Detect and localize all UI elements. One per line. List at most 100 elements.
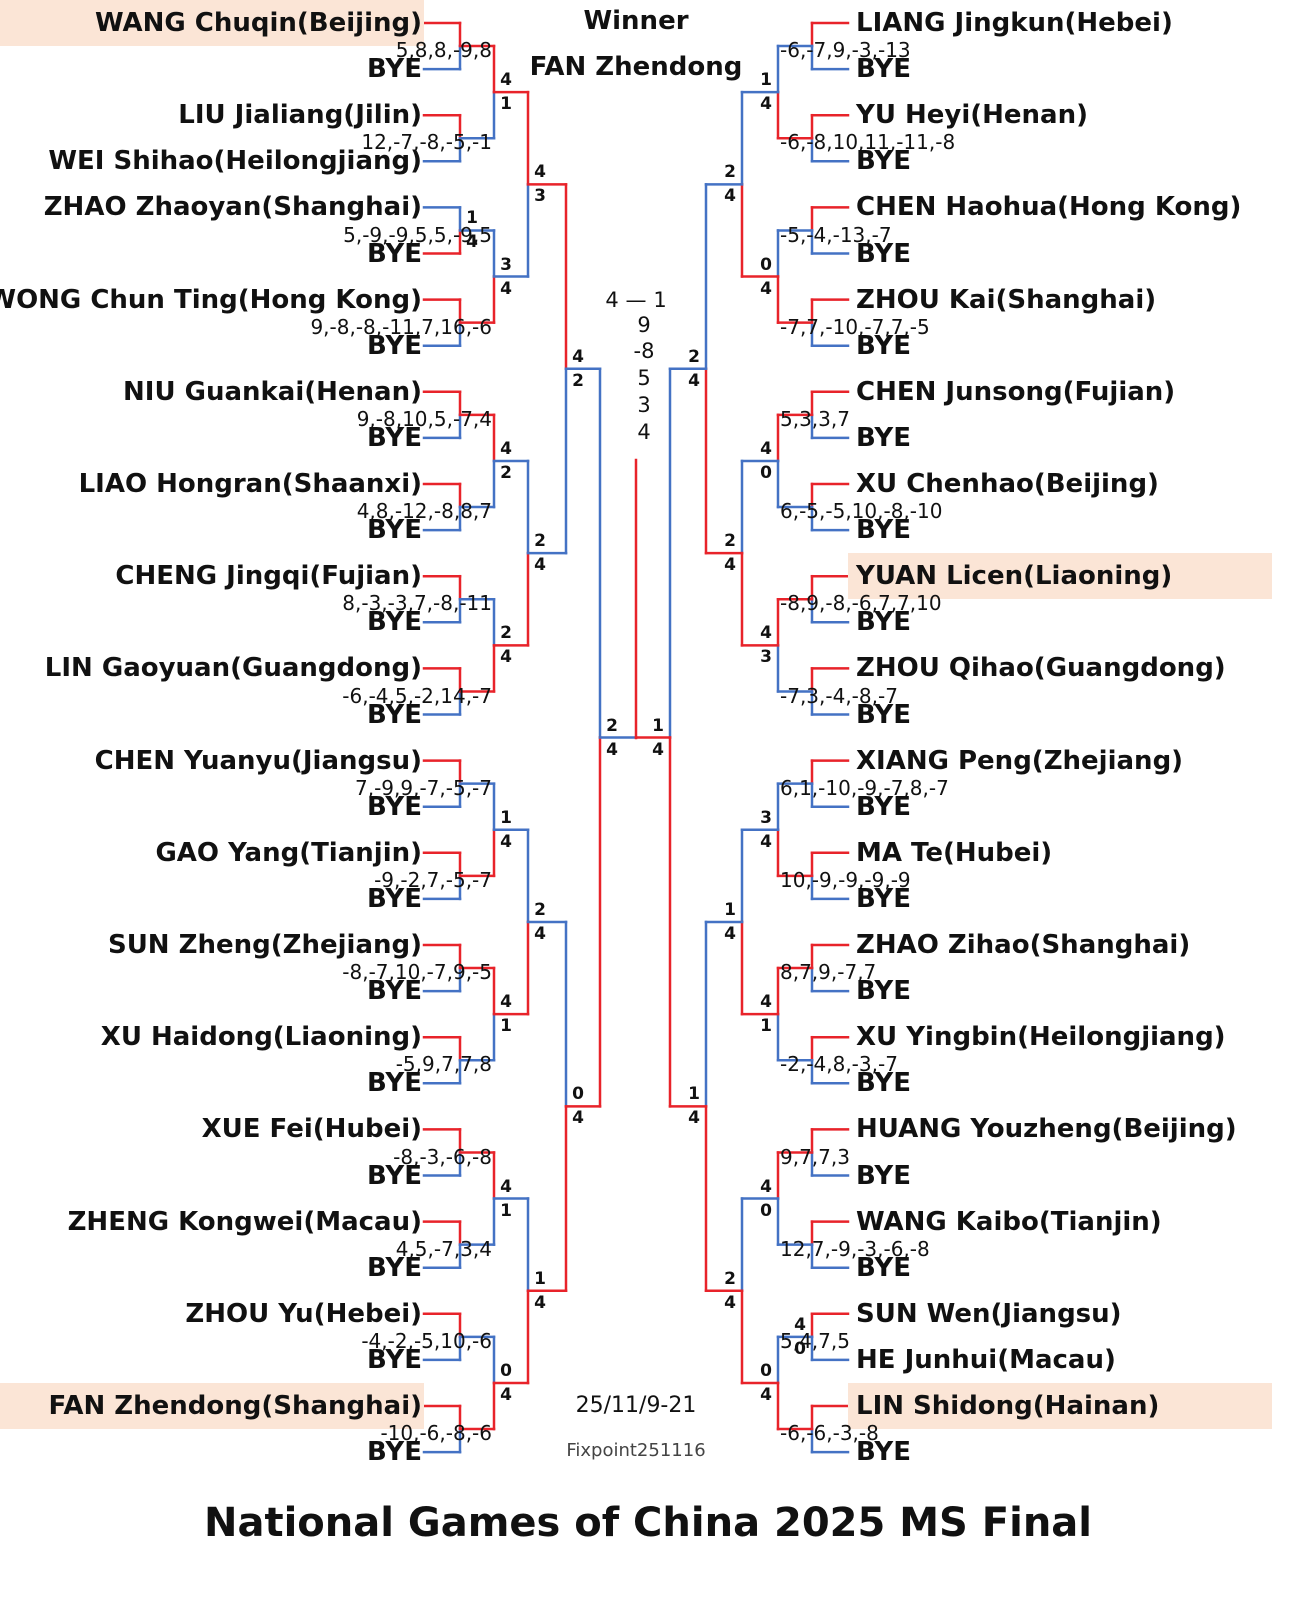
player-name: WONG Chun Ting(Hong Kong): [0, 284, 422, 315]
player-name: ZHOU Qihao(Guangdong): [856, 653, 1226, 684]
match-scores: 8,-3,-3,7,-8,-11: [342, 591, 492, 616]
match-scores: 12,7,-9,-3,-6,-8: [780, 1236, 930, 1261]
bye-label: BYE: [856, 422, 911, 453]
final-games-left: 4: [605, 288, 619, 312]
games-won: 4: [760, 278, 772, 299]
match-scores: -6,-7,9,-3,-13: [780, 38, 911, 63]
match-scores: 5,-9,-9,5,5,-9,5: [343, 222, 492, 247]
games-won: 4: [724, 186, 736, 207]
player-name: LIN Gaoyuan(Guangdong): [44, 653, 422, 684]
games-won: 4: [760, 1384, 772, 1405]
bye-label: BYE: [856, 238, 911, 269]
match-scores: 8,7,9,-7,7: [780, 960, 877, 985]
games-won: 2: [606, 715, 618, 736]
games-won: 4: [466, 232, 478, 253]
player-name: WANG Chuqin(Beijing): [95, 8, 422, 38]
bye-label: BYE: [367, 422, 422, 453]
games-won: 1: [500, 807, 512, 828]
bye-label: BYE: [367, 54, 422, 85]
games-won: 4: [652, 739, 664, 760]
player-name: ZHOU Yu(Hebei): [185, 1298, 422, 1329]
final-game-score: 3: [637, 393, 651, 417]
final-game-score: 9: [637, 313, 651, 337]
games-won: 2: [534, 899, 546, 920]
games-won: 4: [688, 370, 700, 391]
player-highlight: [0, 1383, 424, 1429]
player-name: CHEN Junsong(Fujian): [856, 376, 1176, 407]
match-scores: 4,8,-12,-8,8,7: [356, 499, 492, 524]
games-won: 4: [500, 647, 512, 668]
bye-label: BYE: [367, 607, 422, 638]
games-won: 1: [500, 1016, 512, 1037]
match-scores: -6,-4,5,-2,14,-7: [342, 683, 492, 708]
final-games-right: 1: [653, 288, 667, 312]
bye-label: BYE: [856, 330, 911, 361]
games-won: 2: [572, 370, 584, 391]
match-scores: 6,1,-10,-9,-7,8,-7: [780, 775, 949, 800]
match-scores: 12,-7,-8,-5,-1: [361, 130, 492, 155]
games-won: 1: [534, 1268, 546, 1289]
match-scores: 6,-5,-5,10,-8,-10: [780, 499, 943, 524]
player-name: LIN Shidong(Hainan): [856, 1391, 1160, 1421]
bye-label: BYE: [367, 1344, 422, 1375]
match-scores: 9,-8,-8,-11,7,16,-6: [310, 314, 492, 339]
games-won: 4: [760, 1176, 772, 1197]
match-scores: -9,-2,7,-5,-7: [374, 867, 492, 892]
games-won: 4: [534, 162, 546, 183]
games-won: 2: [724, 1268, 736, 1289]
games-won: 4: [500, 438, 512, 459]
player-name: XU Haidong(Liaoning): [100, 1022, 422, 1053]
games-won: 1: [652, 715, 664, 736]
player-highlight: [848, 1383, 1272, 1429]
match-scores: -2,-4,8,-3,-7: [780, 1052, 898, 1077]
player-name: ZHAO Zihao(Shanghai): [856, 930, 1191, 960]
bye-label: BYE: [367, 238, 422, 269]
bye-label: BYE: [367, 791, 422, 822]
match-scores: -10,-6,-8,-6: [380, 1421, 492, 1446]
games-won: 4: [760, 623, 772, 644]
bye-label: BYE: [367, 883, 422, 914]
player-name: NIU Guankai(Henan): [123, 376, 422, 407]
player-name: HE Junhui(Macau): [856, 1344, 1116, 1375]
match-scores: 10,-9,-9,-9,-9: [780, 867, 911, 892]
match-scores: -4,-2,-5,10,-6: [361, 1328, 492, 1353]
bye-label: BYE: [856, 1160, 911, 1191]
player-name: YU Heyi(Henan): [856, 100, 1088, 131]
match-scores: 7,-9,9,-7,-5,-7: [354, 775, 492, 800]
games-won: 2: [724, 162, 736, 183]
bye-label: BYE: [367, 1160, 422, 1191]
page-title: National Games of China 2025 MS Final: [203, 1500, 1092, 1546]
player-name: WANG Kaibo(Tianjin): [856, 1206, 1162, 1237]
bye-label: BYE: [856, 54, 911, 85]
match-scores: -5,9,7,7,8: [395, 1052, 492, 1077]
final-game-score: 4: [637, 420, 651, 444]
games-won: 4: [760, 831, 772, 852]
player-name: SUN Zheng(Zhejiang): [107, 930, 422, 960]
games-won: 4: [688, 1108, 700, 1129]
match-scores: -5,-4,-13,-7: [780, 222, 892, 247]
games-won: 4: [572, 346, 584, 367]
bye-label: BYE: [856, 1068, 911, 1099]
bye-label: BYE: [367, 1068, 422, 1099]
games-won: 3: [760, 807, 772, 828]
bye-label: BYE: [367, 515, 422, 546]
bye-label: BYE: [856, 515, 911, 546]
games-won: 2: [724, 531, 736, 552]
bye-label: BYE: [367, 699, 422, 730]
games-won: 2: [500, 623, 512, 644]
player-name: FAN Zhendong(Shanghai): [48, 1391, 422, 1421]
credit-text: Fixpoint251116: [566, 1440, 706, 1461]
player-name: LIANG Jingkun(Hebei): [856, 8, 1173, 38]
games-won: 4: [534, 923, 546, 944]
games-won: 1: [760, 1016, 772, 1037]
bye-label: BYE: [856, 976, 911, 1007]
games-won: 0: [760, 254, 772, 275]
games-won: 4: [724, 1292, 736, 1313]
bye-label: BYE: [856, 699, 911, 730]
games-won: 3: [500, 254, 512, 275]
player-name: YUAN Licen(Liaoning): [856, 561, 1173, 592]
games-won: 1: [500, 94, 512, 115]
player-highlight: [0, 0, 424, 46]
